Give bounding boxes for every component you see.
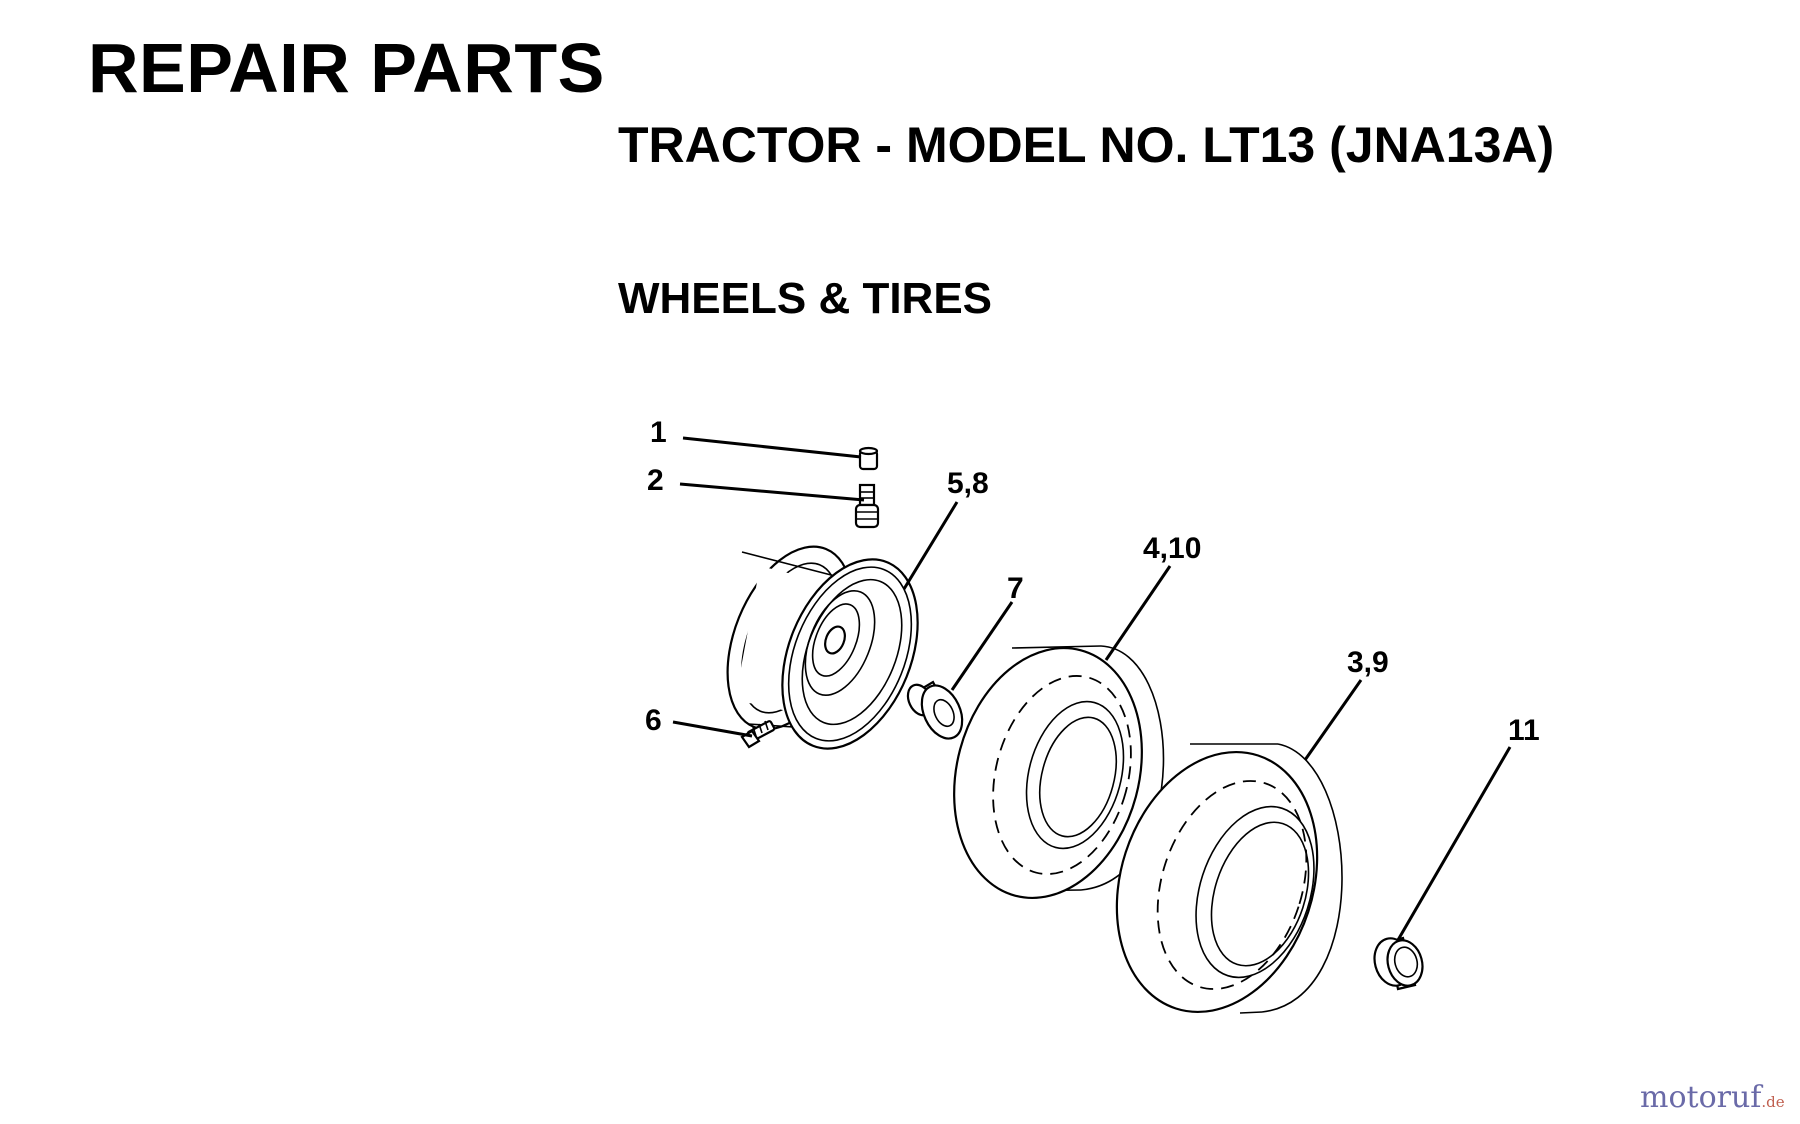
section-heading: WHEELS & TIRES [618, 274, 993, 323]
watermark-tld: .de [1761, 1093, 1785, 1111]
valve-cap-part [858, 446, 879, 471]
callout-5-8: 5,8 [947, 467, 989, 500]
leader-line-1 [682, 436, 862, 459]
leader-line-4-10 [1104, 565, 1172, 661]
callout-1: 1 [650, 416, 667, 449]
callout-4-10: 4,10 [1143, 532, 1201, 565]
callout-6: 6 [645, 704, 662, 737]
callout-7: 7 [1007, 572, 1024, 605]
leader-line-6 [672, 720, 753, 738]
callout-labels: 1 2 5,8 4,10 7 3,9 6 11 [645, 416, 1540, 747]
flanged-bushing-part [906, 680, 964, 740]
leader-line-7 [950, 601, 1014, 691]
callout-3-9: 3,9 [1347, 646, 1389, 679]
leader-line-11 [1396, 746, 1512, 941]
rear-tire-part [1115, 743, 1343, 1014]
valve-stem-part [854, 483, 880, 529]
model-subtitle: TRACTOR - MODEL NO. LT13 (JNA13A) [618, 117, 1555, 173]
front-tire-part [953, 645, 1165, 900]
leader-line-3-9 [1303, 679, 1363, 761]
watermark-main: motoruf [1640, 1080, 1762, 1115]
wheel-rim-part [726, 545, 919, 750]
leader-line-5-8 [902, 501, 959, 590]
sleeve-bushing-part [1373, 936, 1424, 991]
watermark-logo: motoruf.de [1640, 1080, 1785, 1115]
callout-2: 2 [647, 464, 664, 497]
page-title: REPAIR PARTS [88, 29, 605, 107]
callout-11: 11 [1508, 714, 1540, 747]
leader-line-2 [679, 482, 865, 502]
leader-lines [672, 436, 1512, 941]
